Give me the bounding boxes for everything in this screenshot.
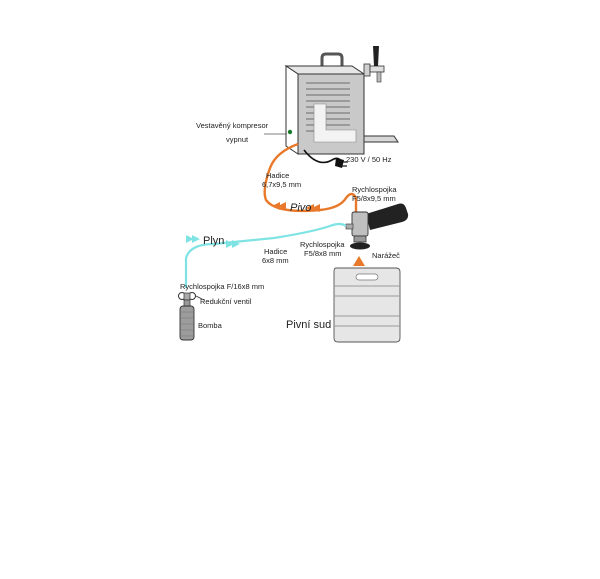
- label-quick-beer-2: F5/8x9,5 mm: [352, 194, 396, 203]
- label-gas: Plyn: [203, 235, 224, 247]
- label-reducer: Redukční ventil: [200, 297, 252, 306]
- label-hose-gas-2: 6x8 mm: [262, 256, 289, 265]
- beer-hose: [263, 142, 358, 213]
- gas-cylinder-icon: [178, 292, 205, 341]
- beer-flow-arrows: [272, 202, 320, 212]
- gas-hose: [184, 222, 347, 288]
- keg-coupler-icon: [345, 203, 409, 250]
- label-compressor-2: vypnut: [226, 135, 249, 144]
- label-compressor-1: Vestavěný kompresor: [196, 121, 269, 130]
- label-hose-beer-2: 6,7x9,5 mm: [262, 180, 301, 189]
- label-quick-gas-keg-2: F5/8x8 mm: [304, 249, 342, 258]
- label-bottle: Bomba: [198, 321, 223, 330]
- gas-flow-arrows: [186, 235, 240, 248]
- cooler-unit: [284, 52, 399, 155]
- label-power: 230 V / 50 Hz: [346, 155, 392, 164]
- keg-up-arrow: [353, 256, 365, 266]
- label-hose-gas-1: Hadice: [264, 247, 287, 256]
- compressor-switch-icon: [287, 129, 293, 135]
- power-plug-icon: [335, 158, 348, 168]
- label-beer: Pivo: [290, 202, 311, 214]
- label-coupler: Narážeč: [372, 251, 400, 260]
- beer-keg-icon: [333, 267, 401, 343]
- beer-tap-icon: [373, 46, 379, 66]
- label-keg: Pivní sud: [286, 319, 331, 331]
- label-quick-gas-keg-1: Rychlospojka: [300, 240, 345, 249]
- label-hose-beer-1: Hadice: [266, 171, 289, 180]
- label-quick-beer-1: Rychlospojka: [352, 185, 397, 194]
- label-quick-gas-bottle: Rychlospojka F/16x8 mm: [180, 282, 264, 291]
